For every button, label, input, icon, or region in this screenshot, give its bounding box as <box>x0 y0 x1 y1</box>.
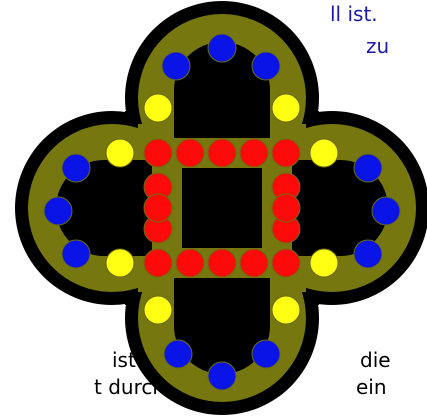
board-shape <box>15 1 427 415</box>
board-cutout <box>174 276 270 326</box>
peg-yellow <box>310 139 338 167</box>
peg-red <box>176 249 204 277</box>
peg-red <box>144 194 172 222</box>
peg-red <box>208 249 236 277</box>
peg-yellow <box>272 94 300 122</box>
peg-blue <box>44 197 72 225</box>
peg-blue <box>372 197 400 225</box>
peg-blue <box>354 240 382 268</box>
peg-blue <box>164 340 192 368</box>
peg-red <box>272 249 300 277</box>
peg-blue <box>208 34 236 62</box>
peg-blue <box>208 362 236 390</box>
peg-yellow <box>310 249 338 277</box>
peg-red <box>208 139 236 167</box>
peg-yellow <box>144 296 172 324</box>
peg-red <box>176 139 204 167</box>
peg-blue <box>252 340 280 368</box>
peg-blue <box>162 52 190 80</box>
peg-red <box>240 249 268 277</box>
peg-blue <box>354 154 382 182</box>
peg-red <box>272 139 300 167</box>
peg-red <box>240 139 268 167</box>
peg-yellow <box>144 94 172 122</box>
peg-yellow <box>272 296 300 324</box>
peg-blue <box>62 240 90 268</box>
peg-red <box>272 194 300 222</box>
peg-yellow <box>106 139 134 167</box>
peg-blue <box>252 52 280 80</box>
board-cutout <box>174 90 270 140</box>
peg-red <box>144 139 172 167</box>
board-center <box>182 168 262 248</box>
peg-yellow <box>106 249 134 277</box>
peg-red <box>144 249 172 277</box>
peg-blue <box>62 154 90 182</box>
